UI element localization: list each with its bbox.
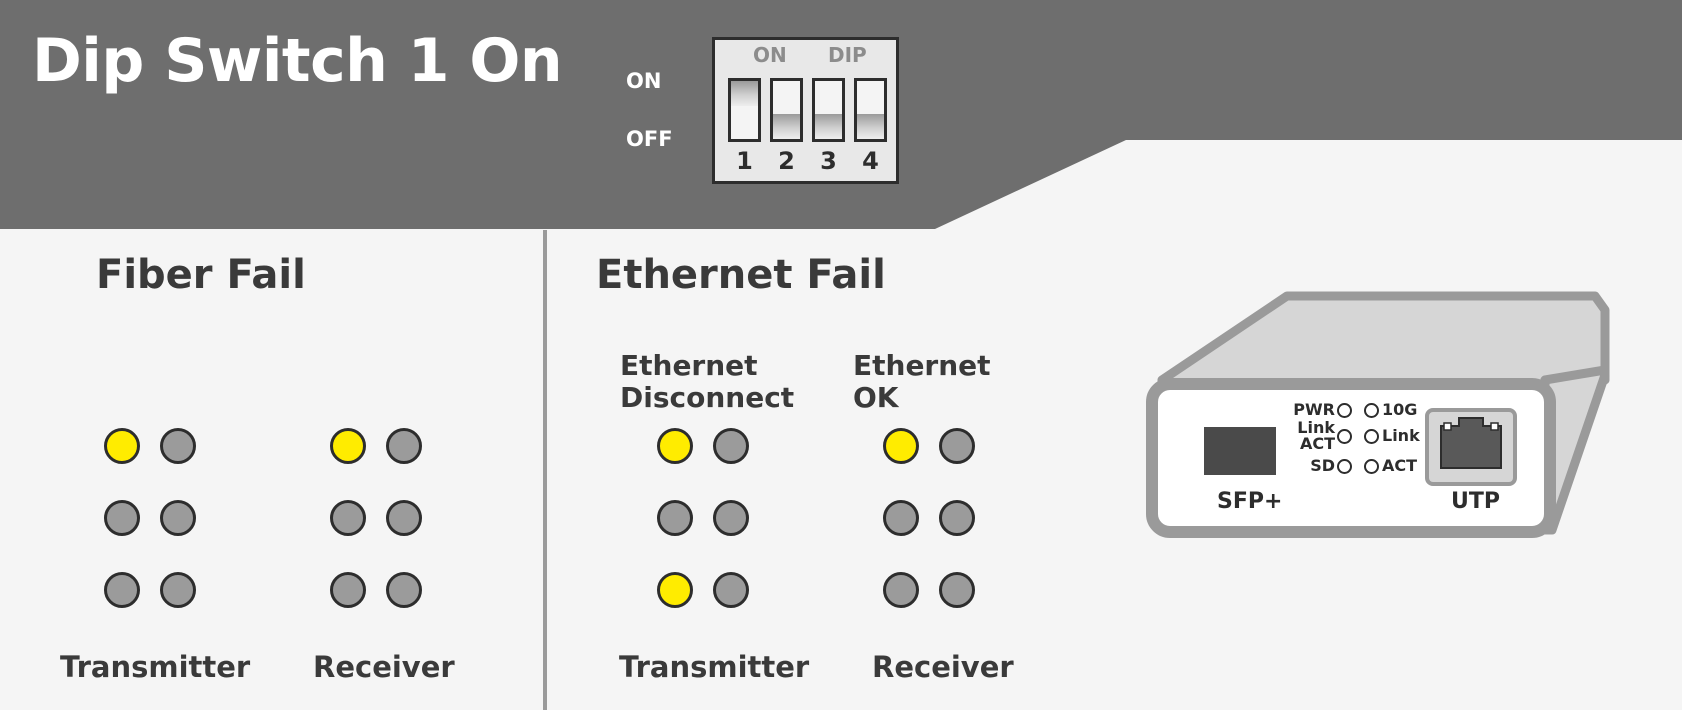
led-indicator-off [160,572,196,608]
ethernet-disconnect-label: Ethernet Disconnect [620,350,794,414]
led-indicator-off [713,500,749,536]
ethernet-disconnect-label-line: Disconnect [620,381,795,414]
device-led-label-right: 10G [1382,400,1418,419]
led-indicator-on [104,428,140,464]
led-indicator-off [386,428,422,464]
led-indicator-off [386,500,422,536]
led-indicator-off [883,500,919,536]
dip-switch-knob [857,114,884,139]
device-led-label-line: Link [1297,418,1335,437]
ethernet-transmitter-leds [657,428,757,612]
dip-switch-4 [854,78,887,142]
ethernet-ok-label-line: Ethernet [853,349,991,382]
led-indicator-off [104,572,140,608]
led-indicator-off [939,428,975,464]
device-led-label-right: Link [1382,426,1420,445]
device-led-label-right: ACT [1382,456,1418,475]
led-indicator-off [330,500,366,536]
dip-switch-2 [770,78,803,142]
device-led-right [1364,459,1379,474]
led-indicator-off [657,500,693,536]
device-led-label-left: SD [1275,458,1335,474]
led-indicator-off [160,500,196,536]
ethernet-receiver-label: Receiver [872,650,1014,684]
utp-led-right [1490,422,1499,431]
device-led-left [1337,429,1352,444]
ethernet-ok-label: Ethernet OK [853,350,991,414]
dip-top-on-label: ON [753,43,787,67]
utp-port-label: UTP [1451,489,1500,514]
device-top-face [1157,291,1610,395]
device-led-label-line: SD [1310,456,1335,475]
led-indicator-off [713,428,749,464]
led-indicator-on [657,572,693,608]
dip-switch-knob [773,114,800,139]
utp-port [1440,417,1502,469]
device-led-right [1364,403,1379,418]
dip-switch-number: 1 [736,147,753,175]
led-indicator-on [883,428,919,464]
fiber-receiver-leds [330,428,430,612]
sfp-port-label: SFP+ [1217,489,1283,514]
ethernet-disconnect-label-line: Ethernet [620,349,758,382]
device-led-label-line: PWR [1293,400,1335,419]
device-led-left [1337,403,1352,418]
device-led-left [1337,459,1352,474]
ethernet-fail-title: Ethernet Fail [596,252,886,298]
sfp-port [1204,427,1276,475]
led-indicator-on [657,428,693,464]
led-indicator-off [939,572,975,608]
fiber-transmitter-label: Transmitter [60,650,251,684]
led-indicator-off [330,572,366,608]
device-led-label-line: ACT [1299,434,1335,453]
led-indicator-off [160,428,196,464]
led-indicator-on [330,428,366,464]
dip-switch-knob [815,114,842,139]
page-title: Dip Switch 1 On [32,26,563,96]
dip-switch-knob [731,81,758,106]
fiber-transmitter-leds [104,428,204,612]
dip-on-side-label: ON [626,69,662,93]
ethernet-transmitter-label: Transmitter [619,650,810,684]
led-indicator-off [883,572,919,608]
led-indicator-off [713,572,749,608]
dip-top-dip-label: DIP [828,43,867,67]
ethernet-ok-label-line: OK [853,381,899,414]
led-indicator-off [104,500,140,536]
device-led-right [1364,429,1379,444]
device-led-label-left: PWR [1275,402,1335,418]
dip-off-side-label: OFF [626,127,673,151]
dip-switch-number: 3 [820,147,837,175]
ethernet-receiver-leds [883,428,983,612]
dip-switch-1 [728,78,761,142]
dip-switch-number: 2 [778,147,795,175]
dip-switch-3 [812,78,845,142]
fiber-receiver-label: Receiver [313,650,455,684]
led-indicator-off [386,572,422,608]
dip-switch-number: 4 [862,147,879,175]
utp-led-left [1443,422,1452,431]
fiber-fail-title: Fiber Fail [96,252,306,298]
led-indicator-off [939,500,975,536]
